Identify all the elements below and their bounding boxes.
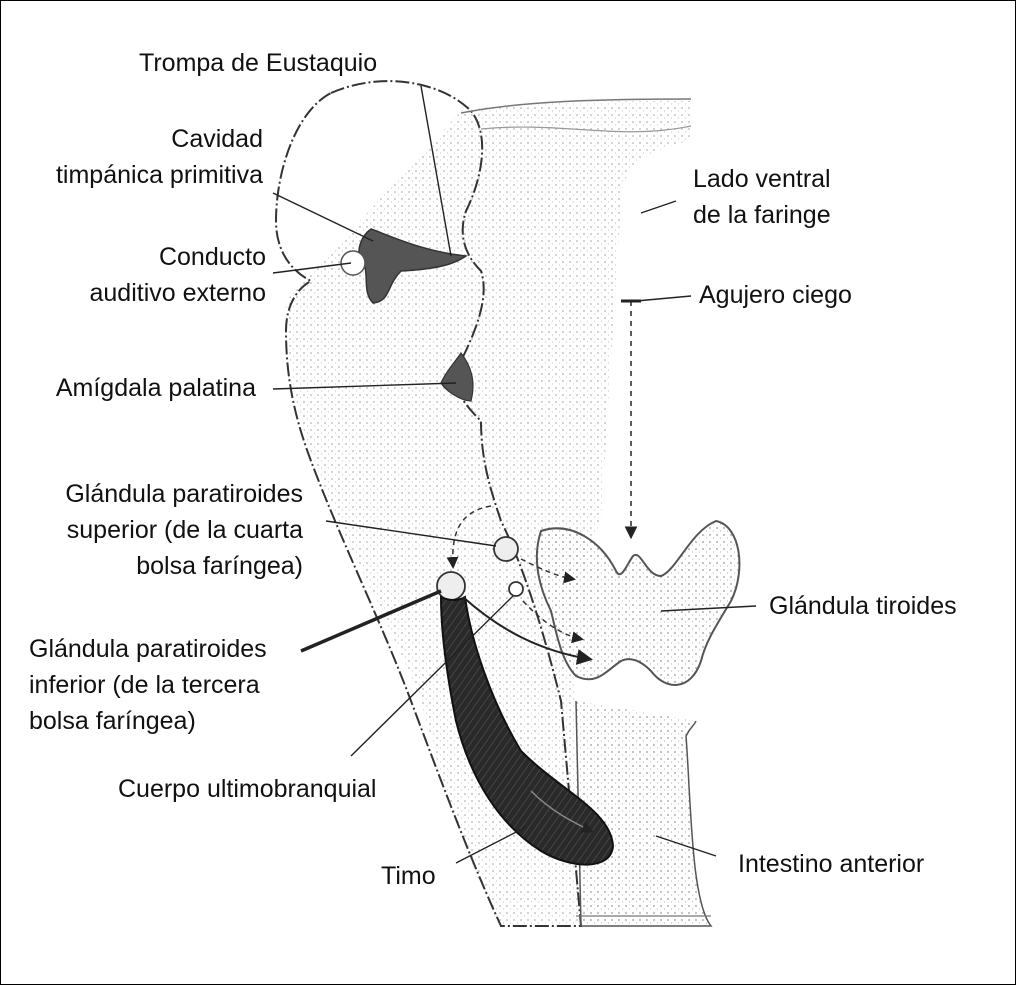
label-line: de la faringe (693, 201, 831, 229)
embryo-outline (274, 80, 583, 927)
ultimobranchial-body-circle (508, 581, 524, 597)
label-text: Cuerpo ultimobranquial (118, 775, 377, 803)
label-line: superior (de la cuarta (66, 516, 303, 544)
leader-timo (455, 826, 527, 864)
pharynx-top-line (460, 98, 692, 114)
leader-lines (272, 85, 757, 864)
label-line: Conducto (158, 243, 266, 271)
label-text: Intestino anterior (738, 850, 925, 878)
palatine-tonsil-shape (440, 351, 474, 402)
leader-tiroides (660, 605, 757, 612)
label-paratiroides-inferior: Glándula paratiroides inferior (de la te… (29, 631, 267, 739)
label-lado-ventral: Lado ventral de la faringe (693, 161, 831, 233)
thyroid-gland-shape (535, 519, 741, 686)
label-line: Lado ventral (693, 165, 831, 193)
leader-lado (640, 200, 677, 214)
leader-cavidad (272, 192, 374, 242)
pharynx-wall (286, 101, 691, 926)
ultimobranchial-to-thyroid-arrow (522, 600, 584, 644)
leader-ultimobranquial (350, 595, 514, 757)
inferior-parathyroid-to-thyroid-arrow (462, 596, 593, 665)
label-line: Glándula paratiroides (65, 480, 303, 508)
label-timo: Timo (381, 858, 436, 894)
label-paratiroides-superior: Glándula paratiroides superior (de la cu… (11, 476, 303, 584)
leader-agujero (635, 295, 692, 302)
pharynx-top-line-2 (480, 125, 692, 133)
label-glandula-tiroides: Glándula tiroides (769, 588, 957, 624)
label-trompa-de-eustaquio: Trompa de Eustaquio (139, 45, 377, 81)
parathyroid-superior-descent-arrow (446, 505, 492, 569)
parathyroid-to-thyroid-arrow (520, 558, 576, 584)
leader-amigdala (272, 382, 457, 390)
auditory-canal-circle (340, 250, 366, 276)
label-line: bolsa faríngea) (29, 707, 196, 735)
label-line: auditivo externo (89, 279, 266, 307)
label-intestino-anterior: Intestino anterior (738, 846, 924, 882)
leader-paratiroides-inferior (300, 589, 442, 653)
label-text: Agujero ciego (699, 281, 852, 309)
leader-paratiroides-superior (325, 520, 497, 547)
label-text: Trompa de Eustaquio (139, 49, 378, 77)
leader-intestino (655, 835, 717, 857)
label-conducto-auditivo: Conducto auditivo externo (41, 239, 266, 311)
label-line: Cavidad (171, 125, 263, 153)
label-text: Glándula tiroides (769, 592, 957, 620)
label-cavidad-timpanica: Cavidad (151, 121, 263, 157)
thymus-shape (439, 595, 615, 866)
foregut-tube (575, 700, 713, 927)
label-cavidad-timpanica-2: timpánica primitiva (41, 157, 263, 193)
label-line: bolsa faríngea) (136, 552, 303, 580)
label-agujero-ciego: Agujero ciego (699, 277, 852, 313)
leader-trompa (420, 85, 452, 257)
thymus-inner-arrow (530, 790, 594, 833)
label-text: Timo (381, 862, 436, 890)
inferior-parathyroid-circle (436, 571, 466, 601)
label-line: Glándula paratiroides (29, 635, 267, 663)
label-text: Amígdala palatina (55, 374, 256, 402)
superior-parathyroid-circle (493, 536, 519, 562)
label-line: inferior (de la tercera (29, 671, 260, 699)
label-cuerpo-ultimobranquial: Cuerpo ultimobranquial (118, 771, 376, 807)
leader-conducto (272, 262, 352, 274)
label-line: timpánica primitiva (55, 161, 263, 189)
label-amigdala-palatina: Amígdala palatina (11, 370, 256, 406)
